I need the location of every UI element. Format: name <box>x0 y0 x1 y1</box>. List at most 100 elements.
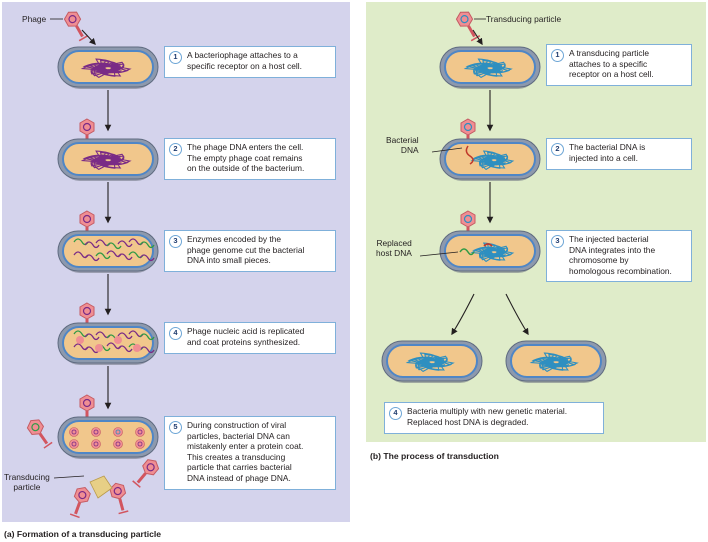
step-text: The phage DNA enters the cell. The empty… <box>187 142 305 174</box>
phage-dna <box>82 122 92 132</box>
phage-dna <box>463 122 473 132</box>
step-b-4: 4 Bacteria multiply with new genetic mat… <box>384 402 604 434</box>
step-number-badge: 3 <box>551 235 564 248</box>
phage-head <box>109 482 127 500</box>
phage-dna <box>460 15 469 24</box>
arrow-b-split-right <box>505 293 529 336</box>
transducing-particle-top-b <box>455 11 481 42</box>
phage-head <box>460 210 476 228</box>
dna-fragment <box>84 333 100 341</box>
step-number-badge: 5 <box>169 421 182 434</box>
cell-debris <box>89 475 113 499</box>
assembling-phage-head <box>113 427 123 437</box>
dna-fragment <box>84 254 100 262</box>
step-number-badge: 4 <box>169 327 182 340</box>
transducing-particle-label-a: Transducing particle <box>4 472 50 492</box>
assembling-phage-head <box>69 439 79 449</box>
released-phage-3 <box>132 459 160 488</box>
phage-head <box>79 302 95 320</box>
phage-dna <box>146 463 155 472</box>
step-text: During construction of viral particles, … <box>187 420 304 483</box>
assembling-phage-head <box>113 439 123 449</box>
step-a-4: 4 Phage nucleic acid is replicated and c… <box>164 322 336 354</box>
step-a-2: 2 The phage DNA enters the cell. The emp… <box>164 138 336 180</box>
cell-a-4 <box>57 322 159 365</box>
phage-dna <box>31 423 40 432</box>
step-number-badge: 1 <box>169 51 182 64</box>
step-a-1: 1 A bacteriophage attaches to a specific… <box>164 46 336 78</box>
cell-b-daughter-1 <box>381 340 483 383</box>
released-phage-1 <box>69 487 91 519</box>
bacterial-dna-label-leader <box>431 147 463 153</box>
new-phage-head <box>76 336 84 344</box>
step-number-badge: 1 <box>551 49 564 62</box>
packaged-dna <box>93 429 99 435</box>
phage-tail <box>74 502 82 515</box>
step-text: A transducing particle attaches to a spe… <box>569 48 654 80</box>
phage-head <box>455 11 474 27</box>
packaged-dna <box>71 429 77 435</box>
dna-fragment <box>117 345 133 353</box>
step-b-2: 2 The bacterial DNA is injected into a c… <box>546 138 692 170</box>
dna-fragment <box>117 332 133 340</box>
assembling-phage-head <box>91 439 101 449</box>
step-number-badge: 4 <box>389 407 402 420</box>
packaged-dna <box>137 441 143 447</box>
phage-coat-a-5 <box>79 394 95 426</box>
phage-dna <box>68 15 77 24</box>
dna-fragment <box>139 254 155 262</box>
dna-fragment <box>84 241 100 249</box>
phage-dna <box>78 490 87 500</box>
dna-tangle <box>463 58 513 79</box>
phage-head <box>460 118 476 136</box>
dna-fragment <box>84 346 100 354</box>
cell-b-daughter-2 <box>505 340 607 383</box>
step-text: A bacteriophage attaches to a specific r… <box>187 50 302 71</box>
new-phage-head <box>133 344 141 352</box>
step-b-3: 3 The injected bacterial DNA integrates … <box>546 230 692 282</box>
dna-tangle <box>470 242 515 263</box>
packaged-dna <box>115 429 121 435</box>
step-number-badge: 2 <box>551 143 564 156</box>
phage-dna <box>82 214 92 224</box>
dna-fragment <box>106 242 122 250</box>
assembling-phage-head <box>135 427 145 437</box>
replaced-host-dna-label: Replaced host DNA <box>376 238 412 258</box>
step-text: Bacteria multiply with new genetic mater… <box>407 406 568 427</box>
phage-base-plate <box>43 441 53 449</box>
assembling-phage-head <box>135 439 145 449</box>
cell-b-3 <box>439 230 541 273</box>
cell-a-5 <box>57 416 159 459</box>
cell-b-1 <box>439 46 541 89</box>
phage-dna <box>463 214 473 224</box>
new-phage-head <box>114 336 122 344</box>
step-text: The bacterial DNA is injected into a cel… <box>569 142 646 163</box>
dna-tangle <box>529 352 579 373</box>
phage-base-plate <box>69 513 80 519</box>
cell-b-2 <box>439 138 541 181</box>
caption-a: (a) Formation of a transducing particle <box>4 529 162 539</box>
phage-base-plate <box>78 35 89 42</box>
dna-fragment <box>117 240 133 248</box>
phage-base-plate <box>118 510 129 515</box>
phage-head <box>79 210 95 228</box>
dna-tangle <box>405 352 455 373</box>
dna-tangle <box>80 150 132 171</box>
arrow-b-split-left <box>451 293 475 336</box>
new-phage-head <box>95 344 103 352</box>
arrow-b-attach <box>472 29 483 46</box>
step-text: Enzymes encoded by the phage genome cut … <box>187 234 305 266</box>
dna-fragment <box>139 346 155 354</box>
phage-head <box>73 487 91 504</box>
replaced-host-dna-label-leader <box>419 251 459 257</box>
injected-bacterial-dna <box>465 145 474 165</box>
phage-top-a <box>63 11 89 42</box>
packaged-dna <box>137 429 143 435</box>
bacterial-dna-label: Bacterial DNA <box>386 135 419 155</box>
step-text: Phage nucleic acid is replicated and coa… <box>187 326 305 347</box>
cell-a-1 <box>57 46 159 89</box>
released-transducing-particle-a <box>26 419 53 449</box>
dna-fragment <box>95 252 111 260</box>
cell-a-2 <box>57 138 159 181</box>
phage-tail <box>75 25 84 38</box>
